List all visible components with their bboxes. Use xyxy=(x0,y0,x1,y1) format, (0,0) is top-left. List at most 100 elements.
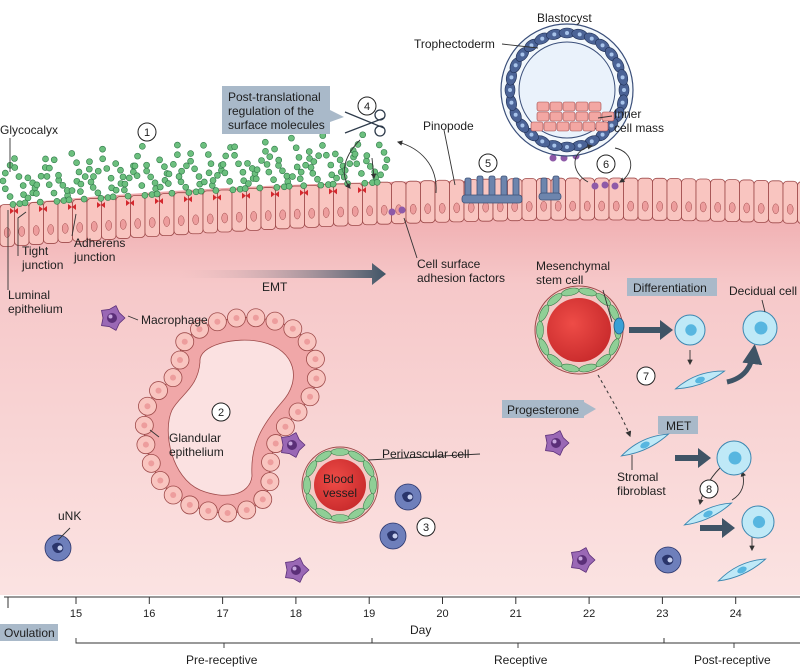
glycocalyx-bead xyxy=(197,187,205,195)
glycocalyx-bead xyxy=(354,141,362,148)
inner-cell-mass-cell xyxy=(549,101,563,112)
epithelial-cell xyxy=(768,180,784,224)
glycocalyx-bead xyxy=(297,168,305,176)
glycocalyx-bead xyxy=(33,181,41,189)
glycocalyx-bead xyxy=(185,189,193,196)
glycocalyx-bead xyxy=(371,168,379,176)
glycocalyx-bead xyxy=(275,156,283,164)
glycocalyx-bead xyxy=(293,163,301,171)
glycocalyx-bead xyxy=(151,179,159,187)
stromal-fibroblast-label: Stromal fibroblast xyxy=(617,470,666,498)
step-marker-2 xyxy=(211,402,231,422)
glycocalyx-bead xyxy=(245,180,252,187)
perivascular-cell xyxy=(330,448,350,456)
glycocalyx-bead xyxy=(24,174,32,182)
glycocalyx-bead xyxy=(252,175,260,183)
glycocalyx-bead xyxy=(121,180,129,188)
stem-cells xyxy=(674,310,778,539)
epithelial-cell xyxy=(405,180,421,224)
tight-junction-marker xyxy=(155,198,163,205)
scissors-icon xyxy=(344,109,386,137)
epithelial-cell xyxy=(376,181,392,225)
phase-pre-receptive: Pre-receptive xyxy=(186,653,258,667)
glycocalyx-bead xyxy=(239,168,247,176)
glycocalyx-bead xyxy=(256,184,264,192)
met-cycle-arrow-2 xyxy=(731,470,746,501)
met-box xyxy=(658,416,698,434)
tight-junction-marker xyxy=(97,201,105,208)
glycocalyx-bead xyxy=(89,184,97,191)
glycocalyx-bead xyxy=(143,167,150,175)
glycocalyx-bead xyxy=(361,179,369,187)
epithelial-cell xyxy=(681,178,697,222)
glycocalyx-bead xyxy=(131,162,139,170)
day-tick-24: 24 xyxy=(730,608,742,620)
glycocalyx-bead xyxy=(9,201,17,208)
inner-cell-mass-cell xyxy=(536,101,550,112)
glycocalyx-bead xyxy=(86,158,93,165)
day-tick-15: 15 xyxy=(70,608,82,620)
glycocalyx-bead xyxy=(36,198,44,206)
glycocalyx-bead xyxy=(363,152,371,159)
inner-cell-mass-cell xyxy=(595,121,609,132)
day-axis-label: Day xyxy=(410,623,431,637)
glycocalyx-bead xyxy=(68,187,76,194)
day-tick-21: 21 xyxy=(510,608,522,620)
glycocalyx-bead xyxy=(310,158,318,165)
glycocalyx-bead xyxy=(103,165,111,172)
tight-junction-marker xyxy=(126,199,134,206)
regulation-arrow-up xyxy=(396,140,437,194)
post-translational-label: Post-translational regulation of the sur… xyxy=(228,90,325,132)
glycocalyx-bead xyxy=(15,173,23,180)
glycocalyx-bead xyxy=(138,182,146,189)
step-marker-3 xyxy=(416,517,436,537)
glycocalyx-bead xyxy=(125,174,133,182)
glycocalyx-bead xyxy=(11,164,19,171)
epithelial-cell xyxy=(420,180,436,224)
glycocalyx-bead xyxy=(383,156,391,164)
adherens-junction-label: Adherens junction xyxy=(73,236,129,264)
glycocalyx-bead xyxy=(94,167,102,175)
epithelial-cell xyxy=(782,180,798,224)
glycocalyx-bead xyxy=(11,155,18,162)
glycocalyx-bead xyxy=(336,156,344,164)
inner-cell-mass-cell xyxy=(549,111,563,122)
epithelial-cell xyxy=(666,178,682,221)
immune-cells xyxy=(44,305,682,583)
glycocalyx-bead xyxy=(37,172,45,180)
glycocalyx-bead xyxy=(285,182,293,190)
glycocalyx-bead xyxy=(45,181,53,189)
glycocalyx-bead xyxy=(33,190,40,197)
epithelial-cell xyxy=(797,181,800,224)
glycocalyx-bead xyxy=(265,168,273,176)
post-translational-box xyxy=(222,86,330,134)
glycocalyx-bead xyxy=(307,164,315,171)
glycocalyx-bead xyxy=(332,150,339,158)
glycocalyx-bead xyxy=(109,193,117,201)
epithelial-cell xyxy=(753,179,769,223)
perivascular-cell xyxy=(362,460,375,477)
glycocalyx-bead xyxy=(147,173,154,181)
glycocalyx-bead xyxy=(375,141,383,149)
glycocalyx-bead xyxy=(328,171,336,179)
inner-cell-mass-cell xyxy=(543,121,557,132)
glycocalyx-bead xyxy=(133,172,141,180)
leader-lines xyxy=(7,43,766,541)
day-tick-19: 19 xyxy=(363,608,375,620)
glycocalyx-bead xyxy=(86,165,93,173)
tight-junction-marker xyxy=(300,189,308,196)
glycocalyx-bead xyxy=(289,173,296,180)
glycocalyx-bead xyxy=(75,168,83,176)
glycocalyx-bead xyxy=(309,170,317,177)
glycocalyx-bead xyxy=(305,148,313,155)
inner-cell-mass-cell xyxy=(588,111,602,122)
glycocalyx-bead xyxy=(283,172,291,180)
day-tick-18: 18 xyxy=(290,608,302,620)
glycocalyx-bead xyxy=(90,173,97,180)
epithelial-cell xyxy=(623,177,639,221)
glycocalyx-bead xyxy=(24,194,32,202)
glycocalyx-bead xyxy=(65,196,73,204)
progesterone-box xyxy=(502,400,584,418)
phase-post-receptive: Post-receptive xyxy=(694,653,771,667)
